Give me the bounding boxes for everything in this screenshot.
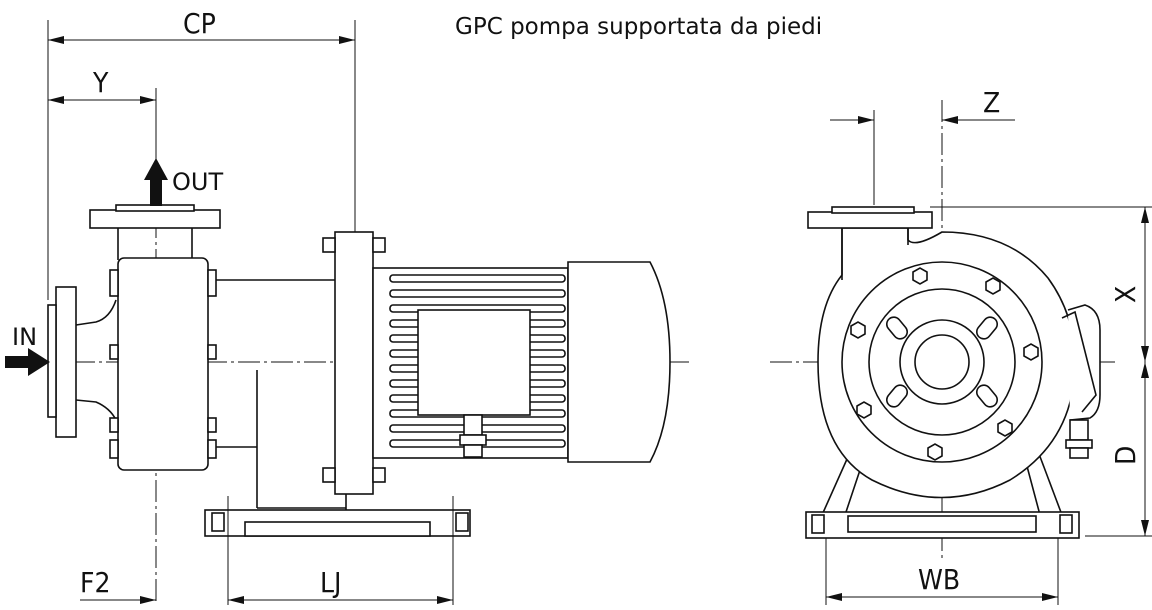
dimension-cp: CP xyxy=(47,7,356,300)
dimension-wb-label: WB xyxy=(918,563,960,596)
dimension-cp-label: CP xyxy=(183,7,216,40)
drawing-title: GPC pompa supportata da piedi xyxy=(455,14,822,40)
inlet-label: IN xyxy=(12,323,37,351)
dimension-lj: LJ xyxy=(228,496,454,605)
front-flange-outer xyxy=(841,261,1043,463)
fan-cover xyxy=(567,261,671,463)
dimension-z: Z xyxy=(830,86,1015,205)
dimension-x-label: X xyxy=(1109,286,1142,303)
outlet-label: OUT xyxy=(172,168,223,196)
outlet-flange xyxy=(89,209,221,229)
flange-slots xyxy=(885,316,999,408)
inlet-bore xyxy=(914,334,970,390)
dimension-d-label: D xyxy=(1109,446,1142,465)
dimension-wb: WB xyxy=(825,538,1059,605)
inlet-flange xyxy=(55,286,77,438)
front-terminal-box xyxy=(1067,304,1101,421)
inlet-arrow xyxy=(5,348,50,376)
dimension-y-label: Y xyxy=(92,66,109,99)
dimension-y: Y xyxy=(48,66,157,150)
hex-bolts xyxy=(850,267,1039,461)
volute-casing xyxy=(817,227,1076,499)
outlet-arrow xyxy=(144,158,168,206)
inlet-flange-face xyxy=(47,304,57,418)
front-outlet-flange xyxy=(807,211,933,229)
pump-casing xyxy=(117,257,209,471)
dimension-d: D xyxy=(1085,362,1152,537)
side-view: IN OUT CP Y F2 xyxy=(5,7,690,605)
dimension-x: X xyxy=(930,206,1152,362)
front-view: Z X D WB xyxy=(770,86,1152,605)
dimension-f2-label: F2 xyxy=(80,566,111,599)
terminal-box xyxy=(417,309,531,416)
dimension-lj-label: LJ xyxy=(320,566,341,599)
dimension-z-label: Z xyxy=(983,86,1000,119)
motor-flange xyxy=(334,231,374,495)
